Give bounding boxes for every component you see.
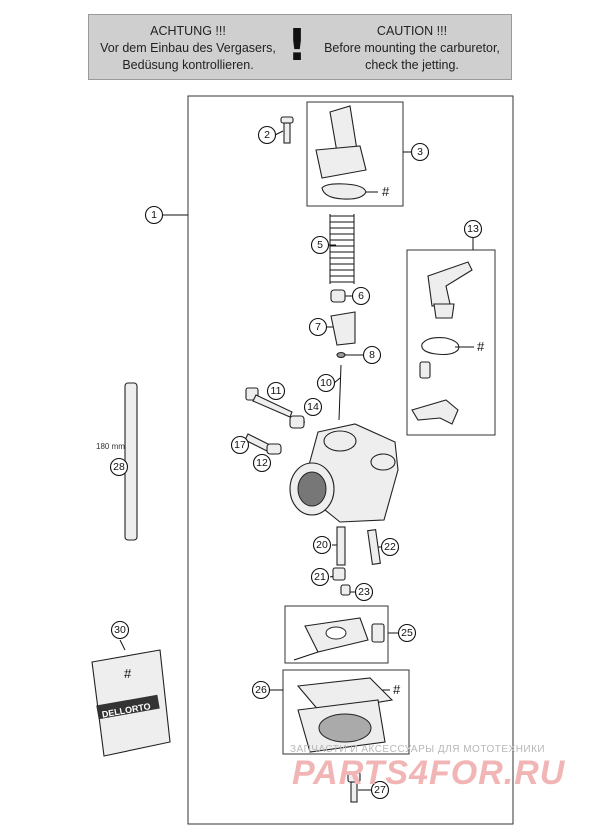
watermark-logo: PARTS4FOR.RU — [292, 754, 566, 792]
callout-12-label: 12 — [256, 457, 268, 469]
part-cover-3 — [315, 105, 367, 200]
part-carb-body — [289, 423, 399, 523]
callout-8: 8 — [362, 345, 382, 365]
part-throttle-cable-13 — [411, 261, 473, 425]
callout-2: 2 — [257, 125, 277, 145]
callout-10: 10 — [316, 373, 336, 393]
callout-5: 5 — [310, 235, 330, 255]
callout-7: 7 — [308, 317, 328, 337]
callout-6: 6 — [351, 286, 371, 306]
callout-23: 23 — [354, 582, 374, 602]
callout-27-label: 27 — [374, 784, 386, 796]
callout-13-label: 13 — [467, 223, 479, 235]
callout-14: 14 — [303, 397, 323, 417]
caution-german-title: ACHTUNG !!! — [150, 24, 226, 38]
caution-german-line3: Bedüsung kontrollieren. — [122, 58, 254, 72]
callout-25-label: 25 — [401, 627, 413, 639]
callout-6-label: 6 — [358, 290, 364, 302]
callout-26-label: 26 — [255, 684, 267, 696]
caution-banner: ACHTUNG !!! Vor dem Einbau des Vergasers… — [88, 14, 512, 80]
callout-13: 13 — [463, 219, 483, 239]
hash-mark-bowl-gasket: # — [393, 682, 401, 697]
warning-exclamation-icon: ! — [287, 20, 308, 71]
callout-28-label: 28 — [113, 461, 125, 473]
part-jet-packet-30 — [91, 649, 171, 757]
part-jet-23 — [340, 584, 351, 596]
part-spring-5 — [329, 214, 355, 284]
caution-german-line2: Vor dem Einbau des Vergasers, — [100, 41, 276, 55]
callout-12: 12 — [252, 453, 272, 473]
callout-21-label: 21 — [314, 571, 326, 583]
group-frame-3 — [306, 101, 404, 207]
callout-5-label: 5 — [317, 239, 323, 251]
part-float-bowl-26 — [296, 677, 394, 753]
callout-23-label: 23 — [358, 586, 370, 598]
part-jet-22 — [367, 528, 381, 566]
tube-length-label: 180 mm — [96, 442, 125, 451]
callout-27: 27 — [370, 780, 390, 800]
callout-17: 17 — [230, 435, 250, 455]
callout-17-label: 17 — [234, 439, 246, 451]
part-jet-20 — [336, 526, 346, 566]
callout-30-label: 30 — [114, 624, 126, 636]
callout-28: 28 — [109, 457, 129, 477]
callout-14-label: 14 — [307, 401, 319, 413]
callout-11: 11 — [266, 381, 286, 401]
callout-30: 30 — [110, 620, 130, 640]
part-spring-12 — [266, 443, 282, 455]
hash-mark-cable-gasket: # — [477, 339, 485, 354]
part-tube-28 — [124, 382, 138, 541]
part-needle-10 — [338, 364, 342, 421]
part-screw-2 — [280, 116, 294, 144]
part-clip-8 — [336, 351, 346, 359]
group-frame-13 — [406, 249, 496, 436]
callout-11-label: 11 — [271, 385, 282, 397]
part-spring-14 — [289, 415, 305, 429]
callout-26: 26 — [251, 680, 271, 700]
caution-english-line2: Before mounting the carburetor, — [324, 41, 500, 55]
callout-7-label: 7 — [315, 321, 321, 333]
part-drain-screw-27 — [347, 771, 361, 803]
group-frame-25 — [284, 605, 389, 664]
callout-3-label: 3 — [417, 146, 423, 158]
callout-22-label: 22 — [384, 541, 396, 553]
caution-german: ACHTUNG !!! Vor dem Einbau des Vergasers… — [93, 23, 283, 74]
watermark-subtitle: ЗАПЧАСТИ И АКСЕССУАРЫ ДЛЯ МОТОТЕХНИКИ — [290, 744, 546, 755]
caution-english-line3: check the jetting. — [365, 58, 459, 72]
callout-3: 3 — [410, 142, 430, 162]
part-jet-21 — [332, 567, 346, 581]
callout-1-label: 1 — [151, 209, 157, 221]
hash-mark-cover-gasket: # — [382, 184, 390, 199]
hash-mark-packet: # — [124, 666, 132, 681]
callout-20-label: 20 — [316, 539, 328, 551]
leader-lines — [119, 130, 474, 791]
callout-21: 21 — [310, 567, 330, 587]
part-idle-screw-11 — [245, 387, 293, 418]
part-slide-7 — [330, 311, 356, 346]
callout-25: 25 — [397, 623, 417, 643]
callout-22: 22 — [380, 537, 400, 557]
callout-20: 20 — [312, 535, 332, 555]
part-clip-6 — [330, 289, 346, 303]
callout-1: 1 — [144, 205, 164, 225]
caution-english-title: CAUTION !!! — [376, 24, 448, 38]
assembly-frame — [187, 95, 514, 825]
caution-english: CAUTION !!! Before mounting the carburet… — [317, 23, 507, 74]
group-frame-26 — [282, 669, 410, 755]
part-float-25 — [293, 617, 385, 661]
callout-2-label: 2 — [264, 129, 270, 141]
callout-8-label: 8 — [369, 349, 375, 361]
callout-10-label: 10 — [320, 377, 332, 389]
